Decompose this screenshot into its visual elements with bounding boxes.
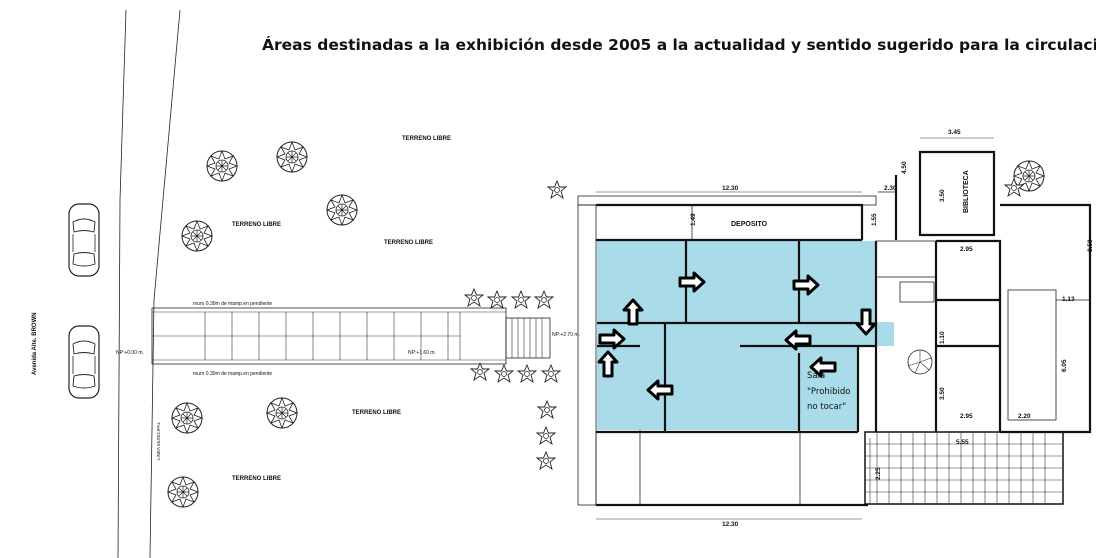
dim-350-a: 3.50 <box>939 189 946 202</box>
dim-450: 4.50 <box>901 161 908 174</box>
muro-note-bottom: muro 0.30m de mamp.en pendiente <box>193 371 272 377</box>
dim-345: 3.45 <box>948 129 961 136</box>
car-icon <box>68 203 100 277</box>
sala-note: Sala "Prohibido no tocar" <box>807 371 851 412</box>
muro-note-top: muro 0.30m de mamp.en pendiente <box>193 301 272 307</box>
level-np-000: NP:+0.00 m. <box>116 350 144 356</box>
terreno-libre-label: TERRENO LIBRE <box>384 240 433 246</box>
dim-149: 1.49 <box>690 213 697 226</box>
dim-113: 1.13 <box>1062 296 1075 303</box>
dim-155: 1.55 <box>871 213 878 226</box>
dim-110: 1.10 <box>939 331 946 344</box>
street-label: Avenida Alte. BROWN <box>32 312 38 375</box>
dim-230: 2.30 <box>884 185 897 192</box>
level-np-270: NP:+2.70 m. <box>552 332 580 338</box>
room-deposito: DEPOSITO <box>731 221 768 228</box>
terreno-libre-label: TERRENO LIBRE <box>232 476 281 482</box>
sala-note-line: no tocar" <box>807 402 846 412</box>
dim-350-b: 3.50 <box>1087 239 1094 252</box>
dim-top-width: 12.30 <box>722 185 739 192</box>
dimension-lines <box>596 137 994 520</box>
car-icon <box>68 325 100 399</box>
dim-bottom-width: 12.30 <box>722 521 739 528</box>
terreno-libre-label: TERRENO LIBRE <box>232 222 281 228</box>
sala-note-line: Sala <box>807 371 825 381</box>
terreno-libre-label: TERRENO LIBRE <box>402 136 451 142</box>
dim-605: 6.05 <box>1061 359 1068 372</box>
plan-title: Áreas destinadas a la exhibición desde 2… <box>262 36 1096 54</box>
dim-350-c: 3.50 <box>939 387 946 400</box>
room-biblioteca: BIBLIOTECA <box>963 170 970 213</box>
level-np-160: NP:+1.60 m. <box>408 350 436 356</box>
dim-555: 5.55 <box>956 439 969 446</box>
sala-note-line: "Prohibido <box>807 387 851 397</box>
terreno-libre-label: TERRENO LIBRE <box>352 410 401 416</box>
dim-295-b: 2.95 <box>960 413 973 420</box>
exhibition-areas <box>597 241 894 430</box>
access-corridor <box>151 307 551 365</box>
dim-295-a: 2.95 <box>960 246 973 253</box>
dim-225: 2.25 <box>875 467 882 480</box>
linea-municipal-label: LINEA MUNICIPAL <box>156 421 161 460</box>
dim-220: 2.20 <box>1018 413 1031 420</box>
street <box>117 9 181 558</box>
